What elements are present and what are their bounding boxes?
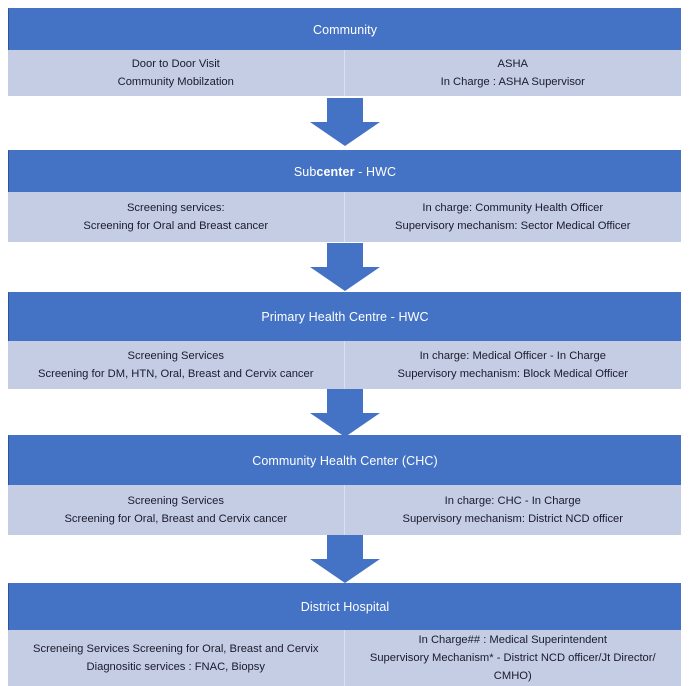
level-community-incharge-line2: In Charge : ASHA Supervisor [440,76,585,88]
level-subcenter: Subcenter - HWC Screening services: Scre… [8,150,681,242]
level-community-incharge-column: ASHA In Charge : ASHA Supervisor [345,50,682,96]
level-phc-title: Primary Health Centre - HWC [261,310,429,324]
level-subcenter-body: Screening services: Screening for Oral a… [8,192,681,242]
level-subcenter-incharge-line2: Supervisory mechanism: Sector Medical Of… [395,220,631,232]
level-phc-services-line2: Screening for DM, HTN, Oral, Breast and … [38,368,314,380]
level-chc-incharge-column: In charge: CHC - In Charge Supervisory m… [345,485,682,535]
level-chc-title: Community Health Center (CHC) [252,453,438,468]
level-community-header: Community [8,8,681,50]
down-arrow-icon-1 [310,98,380,146]
level-community-incharge-line1: ASHA [497,57,528,70]
level-chc-services-line2: Screening for Oral, Breast and Cervix ca… [64,513,288,525]
level-community-title: Community [312,22,378,37]
level-district-hospital-body: Screneing Services Screening for Oral, B… [8,630,681,686]
level-district-hospital-services-line1: Screneing Services Screening for Oral, B… [33,642,319,655]
level-subcenter-incharge-line1: In charge: Community Health Officer [422,201,604,214]
level-subcenter-title-suffix: - HWC [354,164,397,179]
level-phc-services-column: Screening Services Screening for DM, HTN… [8,341,345,389]
level-district-hospital-services-line2: Diagnositic services : FNAC, Biopsy [86,661,265,673]
level-phc-incharge-line2: Supervisory mechanism: Block Medical Off… [397,368,628,380]
level-subcenter-title-bold: center [316,164,355,179]
level-chc-incharge-line2: Supervisory mechanism: District NCD offi… [402,513,624,525]
level-community-services-line2: Community Mobilzation [117,76,234,88]
level-chc-services-line1: Screening Services [127,494,224,507]
level-community-services-line1: Door to Door Visit [131,57,220,70]
level-community-body: Door to Door Visit Community Mobilzation… [8,50,681,96]
level-subcenter-header: Subcenter - HWC [8,150,681,192]
level-community: Community Door to Door Visit Community M… [8,8,681,96]
level-district-hospital: District Hospital Screneing Services Scr… [8,583,681,686]
level-district-hospital-incharge-line2: Supervisory Mechanism* - District NCD of… [369,651,656,683]
level-chc-header: Community Health Center (CHC) [8,435,681,485]
level-subcenter-title-prefix: Sub [293,164,317,179]
level-chc-incharge-line1: In charge: CHC - In Charge [444,494,581,507]
level-phc-header: Primary Health Centre - HWC [8,292,681,341]
level-subcenter-services-column: Screening services: Screening for Oral a… [8,192,345,242]
level-phc-incharge-column: In charge: Medical Officer - In Charge S… [345,341,682,389]
level-chc-body: Screening Services Screening for Oral, B… [8,485,681,535]
level-district-hospital-incharge-line1: In Charge## : Medical Superintendent [418,633,607,646]
down-arrow-icon-2 [310,243,380,291]
level-district-hospital-header: District Hospital [8,583,681,630]
level-phc-services-line1: Screening Services [127,349,224,362]
down-arrow-icon-3 [310,389,380,437]
level-phc-incharge-line1: In charge: Medical Officer - In Charge [419,349,606,362]
level-chc-services-column: Screening Services Screening for Oral, B… [8,485,345,535]
level-subcenter-incharge-column: In charge: Community Health Officer Supe… [345,192,682,242]
down-arrow-icon-4 [310,535,380,583]
level-subcenter-title: Subcenter - HWC [294,165,396,179]
level-phc-body: Screening Services Screening for DM, HTN… [8,341,681,389]
level-subcenter-services-line2: Screening for Oral and Breast cancer [83,220,269,232]
level-district-hospital-incharge-column: In Charge## : Medical Superintendent Sup… [345,630,682,686]
level-chc: Community Health Center (CHC) Screening … [8,435,681,535]
level-subcenter-services-line1: Screening services: [126,201,225,214]
level-community-services-column: Door to Door Visit Community Mobilzation [8,50,345,96]
level-district-hospital-services-column: Screneing Services Screening for Oral, B… [8,630,345,686]
level-phc: Primary Health Centre - HWC Screening Se… [8,292,681,389]
level-district-hospital-title: District Hospital [300,600,390,614]
